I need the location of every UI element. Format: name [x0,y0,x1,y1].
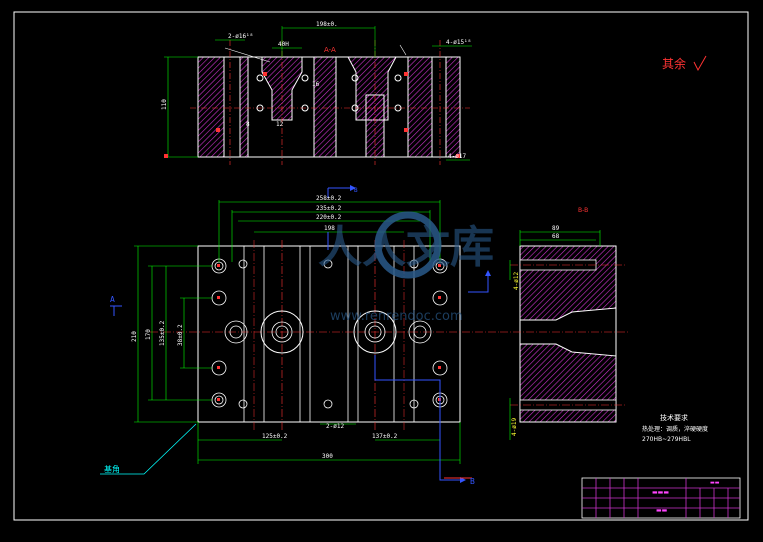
section-dim-side1: 4-ø12 [513,272,520,290]
boss-left [260,310,304,354]
section-mark-b-top: B [354,187,358,194]
watermark-url: www.renrendoc.com [330,309,463,324]
plan-outline [197,245,461,423]
top-view-body [197,56,461,158]
dim-top-width: 198±0. [316,21,338,28]
leader-label: 基角 [104,464,120,474]
title-block-label-a: ▬▬▬ [652,489,669,496]
dim-small-3: 8 [246,121,250,128]
dim-h-total: 210 [131,331,138,342]
boss-right [353,310,397,354]
tech-line-1: 热处理：调质，淬硬硬度 [642,425,708,433]
dim-w3: 220±0.2 [316,214,342,221]
dim-inner-width: 40H [278,41,289,48]
top-bore-left [223,56,241,158]
top-section-view: 198±0. 2-ø16¹⁸ 40H 4-ø15¹⁸ 110 4-ø17 12 … [161,21,472,165]
dim-small-1: 12 [276,121,284,128]
section-dim-side2: 4-ø19 [511,418,518,436]
dim-hole-left: 2-ø16¹⁸ [228,33,253,40]
drawing-border [13,11,749,521]
watermark-text: 人人文库 [318,222,494,273]
title-block [581,477,741,519]
dim-hole-right: 4-ø15¹⁸ [446,39,471,46]
section-mark-a: A [110,295,115,304]
title-block-label-b: ▬▬ [656,507,668,514]
dim-overall: 300 [322,453,333,460]
dim-h-b: 38±0.2 [177,324,184,346]
tech-title: 技术要求 [660,413,688,422]
dim-bottom-left: 125±0.2 [262,433,288,440]
dim-bottom-right: 137±0.2 [372,433,398,440]
plan-view: B B A 258±0.2 235±0.2 220±0.2 198 210 17… [100,185,500,486]
top-bore-right [431,56,447,158]
tech-requirements: 技术要求 热处理：调质，淬硬硬度 270HB~279HBL [642,413,708,443]
tech-line-2: 270HB~279HBL [642,436,691,443]
dim-small-2: 16 [312,81,320,88]
top-cavity-left [247,56,315,158]
section-title-bb: B-B [578,207,588,214]
section-label-aa: A-A [324,46,336,54]
roughness-symbol [693,55,707,72]
dim-w4: 198 [324,225,335,232]
dim-h-inner: 170 [145,329,152,340]
dim-bottom-right: 4-ø17 [448,153,466,160]
dim-w2: 235±0.2 [316,205,342,212]
section-view-bb: B-B 89 68 4-ø12 4-ø19 [500,207,630,440]
watermark: 人人文库 www.renrendoc.com [318,211,494,324]
dim-bottom-center: 2-ø12 [326,423,344,430]
title-block-label-c: ▬▬ [710,480,720,486]
section-dim-top1: 89 [552,225,560,232]
dim-height-left: 110 [161,99,168,110]
dim-w1: 258±0.2 [316,195,342,202]
section-dim-top2: 68 [552,233,560,240]
section-mark-b-bottom: B [470,477,475,486]
dim-h-a: 135±0.2 [159,320,166,346]
roughness-note: 其余 [662,56,686,71]
